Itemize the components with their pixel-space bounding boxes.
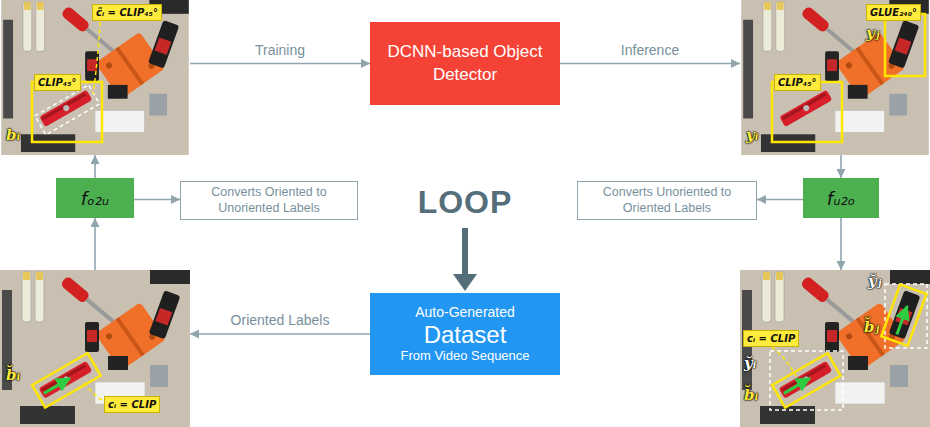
scene-use — [1, 0, 189, 155]
edge-label: Oriented Labels — [231, 312, 330, 328]
node-text: From Video Sequence — [400, 348, 529, 364]
edge-label: Training — [255, 42, 305, 58]
scene-rect — [770, 351, 843, 410]
scene-path — [772, 347, 796, 376]
scene-path — [93, 22, 100, 94]
overlay-label: b̆ᵢ — [744, 386, 758, 404]
flow-arrow — [190, 63, 370, 65]
node-text: Converts Unoriented to Oriented Labels — [586, 185, 748, 216]
scene-g — [32, 353, 100, 408]
flow-arrow — [190, 333, 370, 335]
overlay-label: yⱼ — [866, 24, 879, 42]
scene-rect — [885, 284, 927, 348]
converted-label-photo — [740, 270, 930, 427]
function-box: fₒ₂ᵤ — [56, 178, 134, 218]
scene-g — [772, 353, 840, 408]
overlay-label: c̃ᵢ = CLIP₄₅° — [92, 4, 162, 21]
overlay-label: b̆ᵢ — [6, 366, 20, 384]
scene-line — [784, 378, 810, 393]
dataset-box: Auto-GeneratedDatasetFrom Video Sequence — [370, 293, 560, 375]
scene-g — [881, 284, 926, 345]
scene-rect — [885, 14, 925, 76]
scene-rect — [32, 82, 102, 142]
scene-rect — [772, 353, 840, 408]
detector-box: DCNN-based Object Detector — [370, 22, 560, 105]
scene-photo: GLUE₂₄₀° yⱼCLIP₄₅° yᵢ — [740, 0, 930, 155]
overlay-label: bᵢ — [6, 126, 20, 144]
training-photo — [1, 0, 189, 155]
node-text: fₒ₂ᵤ — [81, 188, 109, 209]
flow-arrow — [94, 155, 96, 178]
scene-use — [741, 0, 929, 155]
inference-photo — [741, 0, 929, 155]
scene-rect — [772, 82, 842, 142]
edge-label: Inference — [621, 42, 679, 58]
flow-arrow — [134, 199, 180, 201]
note-box: Converts Oriented to Unoriented Labels — [180, 181, 358, 220]
flow-arrow — [840, 218, 842, 270]
scene-rect — [35, 85, 100, 135]
oriented-label-photo — [0, 270, 190, 427]
loop-label: LOOP — [418, 184, 513, 221]
scene-photo: b̆ᵢ cᵢ = CLIP — [0, 270, 190, 427]
scene-rect — [32, 353, 100, 408]
flow-arrow — [757, 199, 803, 201]
flow-arrow — [94, 218, 96, 270]
overlay-label: GLUE₂₄₀° — [866, 4, 921, 21]
scene-line — [462, 228, 468, 276]
overlay-label: CLIP₄₅° — [34, 74, 81, 91]
overlay-label: cᵢ = CLIP — [743, 330, 799, 347]
scene-rect — [881, 284, 926, 345]
overlay-label: y̆ⱼ — [868, 272, 881, 290]
flow-arrow — [840, 155, 842, 178]
overlay-label: yᵢ — [746, 126, 758, 144]
scene-use — [740, 270, 930, 427]
scene-path — [453, 274, 477, 291]
scene-use — [0, 270, 190, 427]
scene-line — [44, 378, 70, 393]
flow-arrow — [560, 63, 740, 65]
overlay-label: b̆ⱼ — [864, 318, 879, 336]
scene-line — [897, 306, 907, 334]
node-text: Auto-Generated — [415, 304, 515, 321]
node-text: Converts Oriented to Unoriented Labels — [189, 185, 349, 216]
node-text: DCNN-based Object Detector — [384, 41, 546, 85]
note-box: Converts Unoriented to Oriented Labels — [577, 181, 757, 220]
overlay-label: cᵢ = CLIP — [104, 396, 160, 413]
scene-photo: y̆ⱼ b̆ⱼ cᵢ = CLIP y̆ᵢ b̆ᵢ — [740, 270, 930, 427]
scene-photo: c̃ᵢ = CLIP₄₅° CLIP₄₅° bᵢ — [0, 0, 190, 155]
node-text: Dataset — [424, 321, 507, 349]
loop-arrow — [453, 228, 477, 291]
scene-path — [84, 382, 102, 400]
overlay-label: y̆ᵢ — [744, 354, 756, 372]
function-box: fᵤ₂ₒ — [803, 178, 879, 218]
overlay-label: CLIP₄₅° — [774, 74, 821, 91]
node-text: fᵤ₂ₒ — [827, 188, 855, 209]
